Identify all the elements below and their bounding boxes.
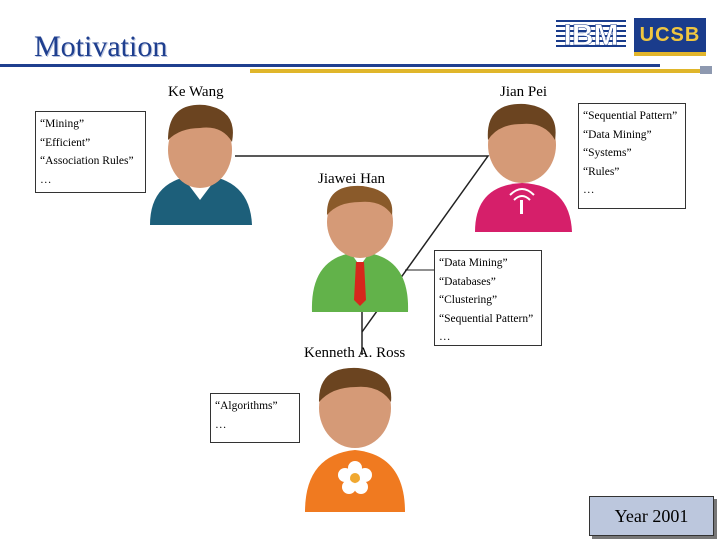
- name-ke-wang: Ke Wang: [168, 84, 224, 100]
- slide-title: Motivation: [34, 30, 168, 63]
- keywords-jian-pei: “Sequential Pattern” “Data Mining” “Syst…: [578, 103, 686, 209]
- keyword: …: [215, 418, 227, 431]
- keyword: “Efficient”: [40, 136, 91, 149]
- keyword: “Sequential Pattern”: [583, 110, 678, 122]
- avatar-jiawei-han: [311, 185, 409, 312]
- keyword: “Association Rules”: [40, 155, 134, 167]
- keyword: “Data Mining”: [439, 257, 508, 269]
- header-rule-cap: [700, 66, 712, 74]
- keyword: “Databases”: [439, 275, 496, 288]
- flower-icon: [338, 461, 372, 494]
- keyword: “Systems”: [583, 147, 632, 159]
- keywords-ke-wang: “Mining” “Efficient” “Association Rules”…: [35, 111, 146, 193]
- keyword: …: [583, 184, 595, 196]
- year-label: Year 2001: [589, 496, 714, 536]
- avatar-kenneth-ross: [305, 367, 405, 512]
- header-rule-gold: [250, 69, 710, 73]
- keyword: …: [40, 173, 52, 186]
- keyword: “Algorithms”: [215, 400, 278, 412]
- keyword: …: [439, 331, 451, 343]
- ibm-logo-text: IBM: [564, 19, 619, 50]
- connector-triangle: [235, 155, 490, 333]
- keyword: “Mining”: [40, 118, 85, 130]
- keywords-kenneth-ross: “Algorithms” …: [210, 393, 300, 443]
- name-kenneth-ross: Kenneth A. Ross: [304, 345, 406, 361]
- keyword: “Data Mining”: [583, 128, 652, 141]
- header-rule-blue: [0, 64, 660, 67]
- name-jian-pei: Jian Pei: [500, 84, 548, 100]
- avatar-ke-wang: [150, 104, 252, 225]
- name-jiawei-han: Jiawei Han: [318, 171, 386, 187]
- keyword: “Sequential Pattern”: [439, 312, 534, 325]
- ibm-logo: IBM: [556, 19, 626, 50]
- keywords-jiawei-han: “Data Mining” “Databases” “Clustering” “…: [434, 250, 542, 346]
- keyword: “Clustering”: [439, 294, 498, 306]
- avatar-jian-pei: [475, 103, 572, 232]
- keyword: “Rules”: [583, 165, 620, 178]
- ucsb-logo: UCSB: [634, 18, 706, 56]
